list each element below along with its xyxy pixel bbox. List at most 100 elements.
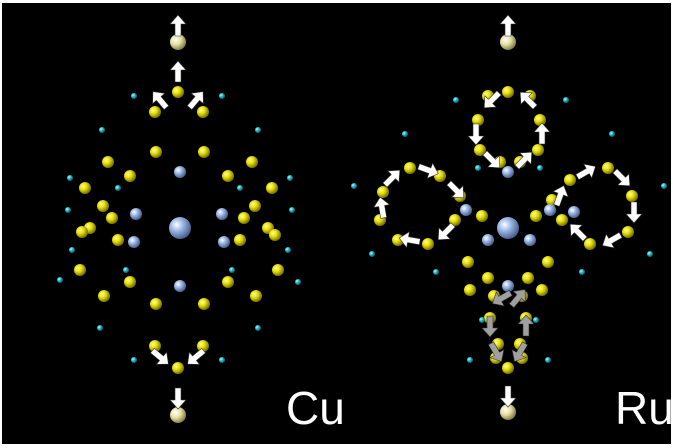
ru-arrow-ring-top-3 <box>467 123 485 146</box>
ru-atom <box>475 165 481 171</box>
ru-arrow-ring-left-5 <box>398 231 421 249</box>
ru-arrow-ring-top-5 <box>482 150 501 169</box>
cu-atom <box>74 264 86 276</box>
ru-arrow-ring-bottom-1 <box>492 289 513 307</box>
ru-atom <box>433 269 439 275</box>
ru-arrow-ring-right-6 <box>552 185 569 207</box>
panel-label-ru: Ru <box>615 382 673 434</box>
cu-atom <box>222 170 234 182</box>
panel-label-cu: Cu <box>286 382 345 434</box>
ru-atom <box>579 269 585 275</box>
displacement-arrows-layer <box>149 14 643 410</box>
ru-arrow-ring-top-2 <box>519 91 538 110</box>
ru-atom <box>472 114 484 126</box>
cu-atom <box>216 208 228 220</box>
ru-arrow-top <box>499 14 517 37</box>
ru-arrow-ring-right-3 <box>625 201 643 224</box>
cu-atom <box>172 86 184 98</box>
ru-atom <box>564 174 576 186</box>
ru-atom <box>530 210 542 222</box>
ru-arrow-ring-left-3 <box>446 180 465 199</box>
cu-atom <box>97 325 103 331</box>
ru-atom <box>464 284 476 296</box>
ru-atom <box>502 166 514 178</box>
cu-atom <box>76 226 88 238</box>
cu-atom <box>149 106 161 118</box>
ru-arrow-ring-top-6 <box>514 151 533 170</box>
cu-atom <box>272 264 284 276</box>
cu-atom <box>174 280 186 292</box>
ru-atom <box>467 357 473 363</box>
ru-arrow-ring-left-4 <box>437 222 456 241</box>
ru-atom <box>474 144 486 156</box>
ru-atom <box>522 272 534 284</box>
ru-atom <box>497 217 519 239</box>
cu-atom <box>172 362 184 374</box>
ru-atom <box>482 234 494 246</box>
cu-atom <box>197 340 209 352</box>
cu-atom <box>131 357 137 363</box>
cu-atom <box>219 93 225 99</box>
ru-arrow-ring-top-4 <box>533 122 551 145</box>
cu-atom <box>102 156 114 168</box>
ru-arrow-ring-left-6 <box>373 196 391 219</box>
cu-arrow-bottom <box>169 387 187 410</box>
cu-atom <box>197 106 209 118</box>
cu-atom <box>234 234 246 246</box>
ru-atom <box>542 256 554 268</box>
ru-arrow-ring-right-5 <box>569 223 588 242</box>
cu-atom <box>218 236 230 248</box>
cu-atom <box>150 298 162 310</box>
cu-atom <box>249 200 261 212</box>
ru-atom <box>622 226 634 238</box>
cu-arrow-bottom-right <box>187 347 207 365</box>
ru-atom <box>556 214 568 226</box>
ru-arrow-ring-bottom-3 <box>481 315 499 338</box>
ru-atom <box>568 206 580 218</box>
ru-atom <box>502 280 514 292</box>
cu-atom <box>124 276 136 288</box>
cu-atom <box>287 175 293 181</box>
cu-atom <box>65 207 71 213</box>
ru-atom <box>449 214 461 226</box>
ru-arrow-ring-bottom-6 <box>511 341 529 362</box>
ru-atom <box>369 251 375 257</box>
ru-atom <box>647 251 653 257</box>
ru-atom <box>462 256 474 268</box>
ru-atom <box>500 34 516 50</box>
cu-atom <box>150 146 162 158</box>
cu-atom <box>106 212 118 224</box>
ru-arrow-bottom <box>499 385 517 408</box>
ru-atom <box>453 97 459 103</box>
cu-atom <box>131 93 137 99</box>
cu-atom <box>229 267 235 273</box>
cu-arrow-top-inner <box>169 60 187 83</box>
ru-atom <box>524 234 536 246</box>
ru-atom <box>602 162 614 174</box>
cu-atom <box>295 279 301 285</box>
cu-arrow-bottom-left <box>149 347 169 365</box>
ru-atom <box>460 204 472 216</box>
ru-atom <box>377 186 389 198</box>
ru-atom <box>476 210 488 222</box>
ru-arrow-ring-left-1 <box>382 169 401 188</box>
cu-atom <box>57 277 63 283</box>
cu-atom <box>219 357 225 363</box>
cu-atom <box>266 182 278 194</box>
cu-atom <box>246 156 258 168</box>
ru-arrow-ring-right-1 <box>575 163 596 181</box>
cu-atom <box>198 298 210 310</box>
ru-atom <box>482 272 494 284</box>
ru-atom <box>502 362 514 374</box>
ru-atom <box>351 183 357 189</box>
cu-atom <box>130 208 142 220</box>
ru-arrow-ring-bottom-2 <box>508 289 526 309</box>
ru-arrow-ring-right-2 <box>612 168 631 187</box>
cu-atom <box>123 267 129 273</box>
cu-atom <box>79 182 91 194</box>
ru-atom <box>532 144 544 156</box>
cu-atom <box>285 247 291 253</box>
ru-atom <box>479 317 485 323</box>
cu-arrow-top-right <box>186 91 204 111</box>
